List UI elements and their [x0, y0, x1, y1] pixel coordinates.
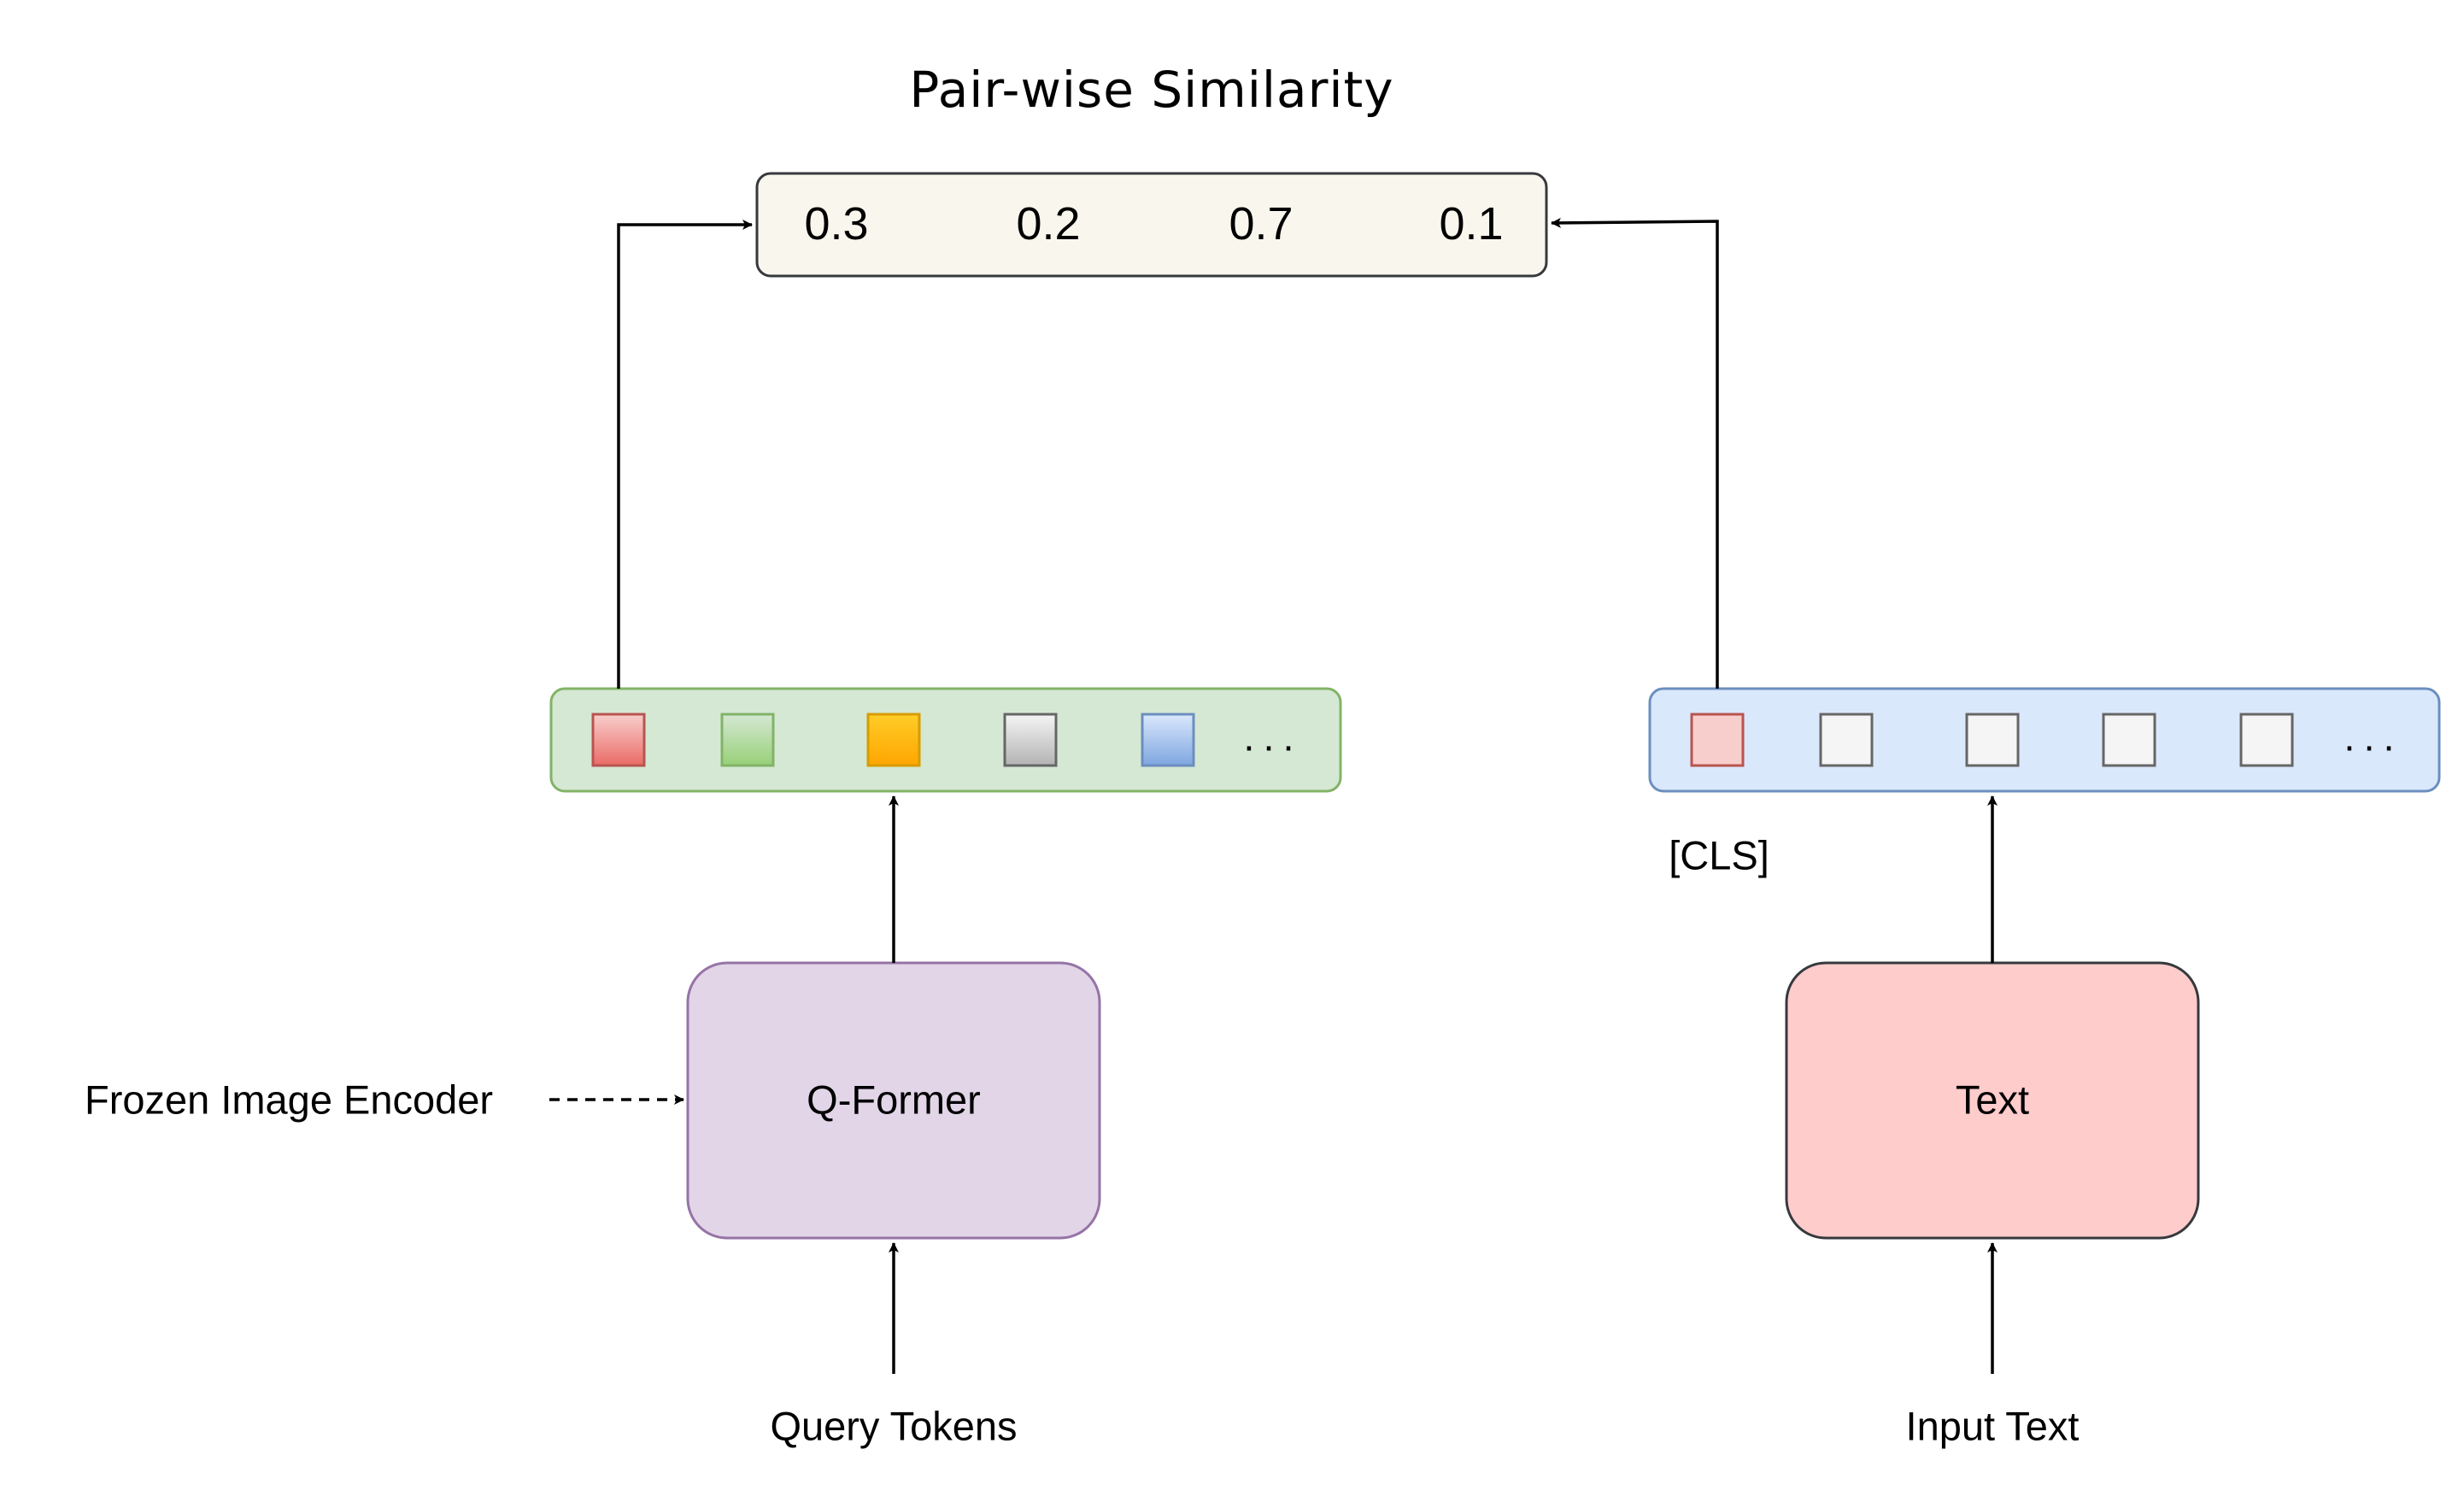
- query-token-blue: [1141, 713, 1195, 767]
- arrow-cls-to-scores: [1551, 217, 1719, 689]
- similarity-score-box: [755, 172, 1548, 278]
- arrow-image-to-scores: [617, 220, 753, 689]
- q-former-label: Q-Former: [807, 1077, 981, 1123]
- text-token: [2239, 713, 2294, 767]
- frozen-image-encoder-label: Frozen Image Encoder: [85, 1077, 494, 1123]
- image-token-container: [549, 687, 1342, 793]
- text-token-container: [1648, 687, 2441, 793]
- text-token: [1965, 713, 2020, 767]
- text-embedding-tokens: [1690, 713, 2294, 767]
- query-token-green: [720, 713, 775, 767]
- query-token-orange: [866, 713, 921, 767]
- text-encoder-label: Text: [1955, 1077, 2030, 1123]
- text-token: [1819, 713, 1874, 767]
- cls-token: [1690, 713, 1745, 767]
- query-tokens-label: Query Tokens: [770, 1403, 1018, 1449]
- image-tokens-ellipsis: ...: [1243, 713, 1303, 760]
- query-embedding-tokens: [591, 713, 1195, 767]
- input-text-label: Input Text: [1905, 1403, 2080, 1449]
- query-token-gray: [1003, 713, 1058, 767]
- score-value: 0.1: [1439, 198, 1504, 249]
- connectors: [549, 217, 1998, 1374]
- cls-label: [CLS]: [1669, 832, 1769, 878]
- score-value: 0.2: [1016, 198, 1081, 249]
- score-value: 0.3: [804, 198, 869, 249]
- text-tokens-ellipsis: ...: [2344, 713, 2403, 760]
- query-token-red: [591, 713, 646, 767]
- text-token: [2102, 713, 2156, 767]
- diagram-title: Pair-wise Similarity: [909, 61, 1394, 119]
- score-value: 0.7: [1229, 198, 1294, 249]
